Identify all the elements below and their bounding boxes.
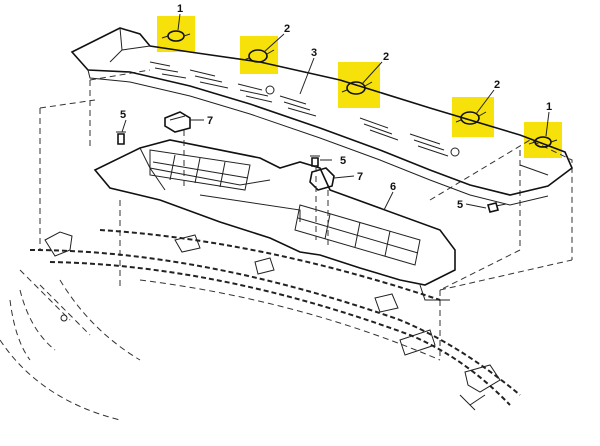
callout-7-left: 7 xyxy=(207,115,213,127)
callout-6: 6 xyxy=(390,181,396,193)
clip-part-2-right xyxy=(455,111,487,125)
callout-2-middle: 2 xyxy=(383,51,389,63)
screw-5-center xyxy=(310,155,320,167)
clip-part-1-left xyxy=(161,30,191,42)
bracket-7-left xyxy=(164,111,191,133)
bracket-7-right xyxy=(309,167,335,191)
screw-5-right xyxy=(487,202,507,213)
lower-left-linkage xyxy=(44,231,501,411)
callout-2-right: 2 xyxy=(494,79,500,91)
cowl-vent-panel xyxy=(70,27,573,206)
clip-part-2-left xyxy=(243,49,275,63)
callout-7-right: 7 xyxy=(357,171,363,183)
callout-5-right: 5 xyxy=(457,199,463,211)
callout-1-right: 1 xyxy=(546,101,552,113)
phantom-vehicle-outline xyxy=(0,69,573,421)
callout-1-left: 1 xyxy=(177,3,183,15)
highlight-box-clip-2-middle xyxy=(338,62,380,108)
clip-part-1-right xyxy=(528,136,558,148)
callout-5-left: 5 xyxy=(120,109,126,121)
callout-leaders xyxy=(121,13,550,245)
lower-vent-assembly xyxy=(93,139,456,301)
clip-part-2-middle xyxy=(341,81,373,95)
callout-2-left: 2 xyxy=(284,23,290,35)
callout-3: 3 xyxy=(311,47,317,59)
highlight-box-clip-2-left xyxy=(240,36,278,74)
screw-5-left xyxy=(116,131,126,145)
callout-5-center: 5 xyxy=(340,155,346,167)
phantom-cowl-panel xyxy=(19,229,521,406)
callout-labels: 1 2 3 2 2 1 5 7 5 7 6 5 xyxy=(120,3,552,211)
